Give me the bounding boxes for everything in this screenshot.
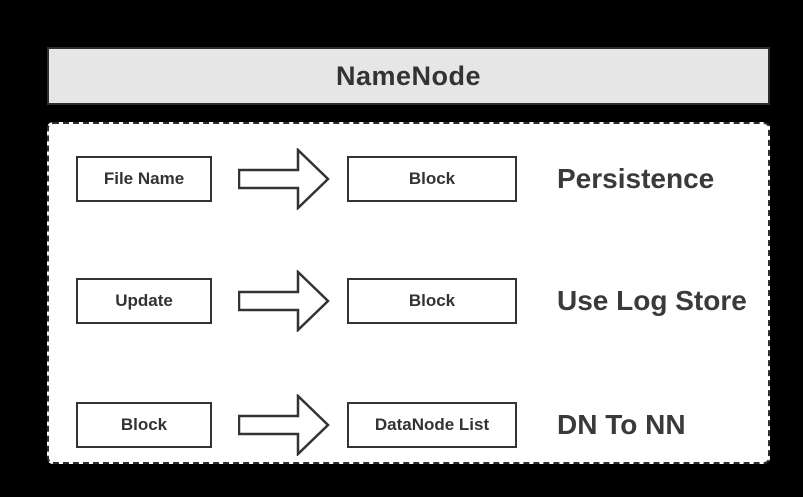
source-box: File Name xyxy=(76,156,212,202)
namenode-header: NameNode xyxy=(47,47,770,105)
right-arrow-icon xyxy=(238,148,330,210)
namenode-title: NameNode xyxy=(335,60,482,91)
mapping-row-log-store: Update Block Use Log Store xyxy=(49,270,768,332)
mapping-row-persistence: File Name Block Persistence xyxy=(49,148,768,210)
target-box: DataNode List xyxy=(347,402,517,448)
source-box: Update xyxy=(76,278,212,324)
source-box: Block xyxy=(76,402,212,448)
mapping-row-dn-to-nn: Block DataNode List DN To NN xyxy=(49,394,768,456)
row-label: DN To NN xyxy=(557,409,686,440)
target-box: Block xyxy=(347,156,517,202)
right-arrow-icon xyxy=(238,394,330,456)
target-box: Block xyxy=(347,278,517,324)
right-arrow-icon xyxy=(238,270,330,332)
row-label: Persistence xyxy=(557,163,715,194)
mapping-panel: File Name Block Persistence Update Block… xyxy=(47,122,770,464)
row-label: Use Log Store xyxy=(557,285,747,316)
